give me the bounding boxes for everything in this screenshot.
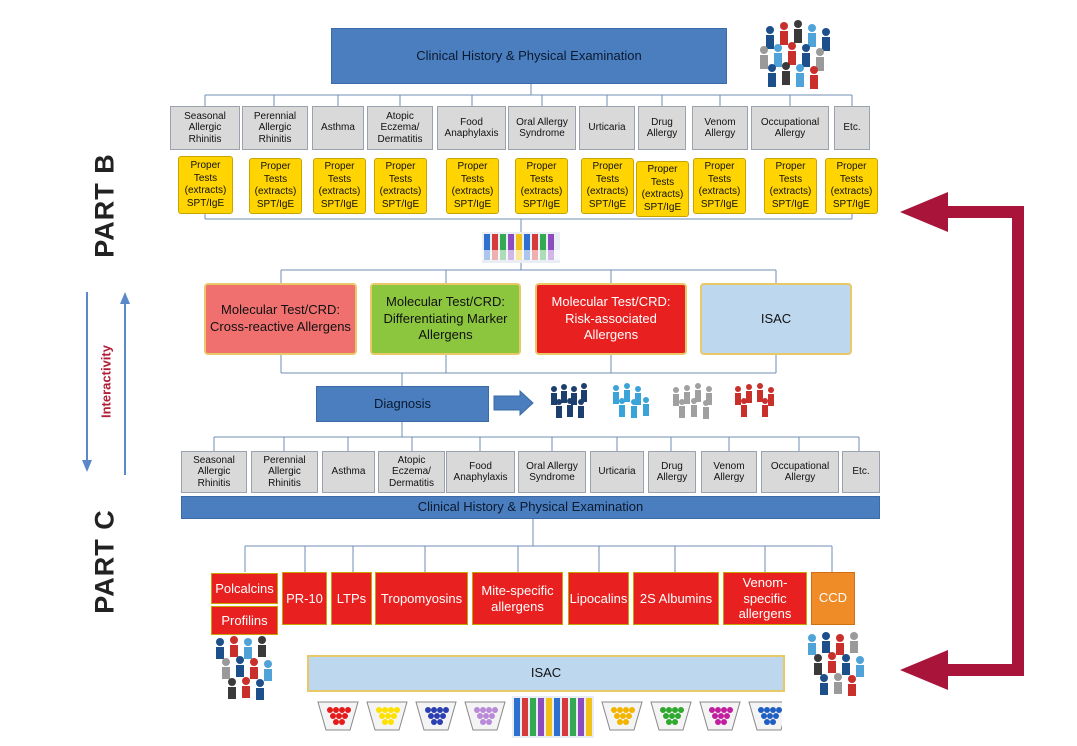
proper-test-box: Proper Tests (extracts) SPT/IgE — [313, 158, 366, 214]
proper-test-box: Proper Tests (extracts) SPT/IgE — [636, 161, 689, 217]
bottom-clinical-history-box: Clinical History & Physical Examination — [181, 496, 880, 519]
allergen-polcalcins: Polcalcins — [211, 573, 278, 604]
test-tubes-bottom-icon — [512, 696, 594, 738]
molecular-test-cross-reactive: Molecular Test/CRD: Cross-reactive Aller… — [204, 283, 357, 355]
part-c-condition: Atopic Eczema/ Dermatitis — [378, 451, 445, 493]
molecular-test-isac: ISAC — [700, 283, 852, 355]
allergen-bowl-icon — [415, 701, 457, 731]
molecular-test-differentiating-marker: Molecular Test/CRD: Differentiating Mark… — [370, 283, 521, 355]
part-b-condition: Urticaria — [579, 106, 635, 150]
proper-test-box: Proper Tests (extracts) SPT/IgE — [825, 158, 878, 214]
top-clinical-history-box: Clinical History & Physical Examination — [331, 28, 727, 84]
proper-test-box: Proper Tests (extracts) SPT/IgE — [249, 158, 302, 214]
allergen-bowl-icon — [699, 701, 741, 731]
part-c-condition: Perennial Allergic Rhinitis — [251, 451, 318, 493]
allergen-bowl-icon — [464, 701, 506, 731]
part-c-condition: Oral Allergy Syndrome — [518, 451, 586, 493]
part-c-condition: Venom Allergy — [701, 451, 757, 493]
part-c-condition: Urticaria — [590, 451, 644, 493]
patient-crowd-right-icon — [808, 632, 864, 696]
part-b-condition: Occupational Allergy — [751, 106, 829, 150]
patient-groups-icon — [551, 383, 774, 419]
patient-crowd-left-icon — [216, 636, 272, 700]
proper-test-box: Proper Tests (extracts) SPT/IgE — [515, 158, 568, 214]
allergen-2s-albumins: 2S Albumins — [633, 572, 719, 625]
part-b-condition: Drug Allergy — [638, 106, 686, 150]
part-b-condition: Oral Allergy Syndrome — [508, 106, 576, 150]
allergen-pr10: PR-10 — [282, 572, 327, 625]
allergen-bowl-icon — [366, 701, 408, 731]
allergen-venom-specific: Venom-specific allergens — [723, 572, 807, 625]
patient-crowd-icon — [760, 20, 830, 89]
part-b-condition: Perennial Allergic Rhinitis — [242, 106, 308, 150]
test-tubes-icon — [482, 232, 560, 263]
part-b-condition: Etc. — [834, 106, 870, 150]
proper-test-box: Proper Tests (extracts) SPT/IgE — [764, 158, 817, 214]
part-c-condition: Asthma — [322, 451, 375, 493]
allergen-ltps: LTPs — [331, 572, 372, 625]
proper-test-box: Proper Tests (extracts) SPT/IgE — [446, 158, 499, 214]
part-b-condition: Food Anaphylaxis — [437, 106, 506, 150]
allergen-bowl-icon — [748, 701, 782, 731]
allergen-mite-specific: Mite-specific allergens — [472, 572, 563, 625]
allergen-tropomyosins: Tropomyosins — [375, 572, 468, 625]
part-b-label: PART B — [89, 153, 120, 258]
allergen-bowl-icon — [317, 701, 359, 731]
interactivity-label: Interactivity — [98, 345, 114, 418]
part-c-condition: Food Anaphylaxis — [446, 451, 515, 493]
allergen-bowl-icon — [601, 701, 643, 731]
part-c-condition: Drug Allergy — [648, 451, 696, 493]
molecular-test-risk-associated: Molecular Test/CRD: Risk-associated Alle… — [535, 283, 687, 355]
proper-test-box: Proper Tests (extracts) SPT/IgE — [693, 158, 746, 214]
allergen-ccd: CCD — [811, 572, 855, 625]
proper-test-box: Proper Tests (extracts) SPT/IgE — [374, 158, 427, 214]
part-c-condition: Seasonal Allergic Rhinitis — [181, 451, 247, 493]
allergen-bowl-icon — [650, 701, 692, 731]
proper-test-box: Proper Tests (extracts) SPT/IgE — [178, 156, 233, 214]
allergen-bowls-row — [317, 696, 782, 738]
part-b-condition: Atopic Eczema/ Dermatitis — [367, 106, 433, 150]
part-c-condition: Occupational Allergy — [761, 451, 839, 493]
part-c-label: PART C — [89, 509, 120, 614]
part-b-condition: Asthma — [312, 106, 364, 150]
allergen-profilins: Profilins — [211, 606, 278, 635]
diagnosis-box: Diagnosis — [316, 386, 489, 422]
part-b-condition: Seasonal Allergic Rhinitis — [170, 106, 240, 150]
proper-test-box: Proper Tests (extracts) SPT/IgE — [581, 158, 634, 214]
part-c-condition: Etc. — [842, 451, 880, 493]
top-clinical-history-label: Clinical History & Physical Examination — [416, 47, 642, 63]
isac-bottom-box: ISAC — [307, 655, 785, 692]
allergen-lipocalins: Lipocalins — [568, 572, 629, 625]
part-b-condition: Venom Allergy — [692, 106, 748, 150]
